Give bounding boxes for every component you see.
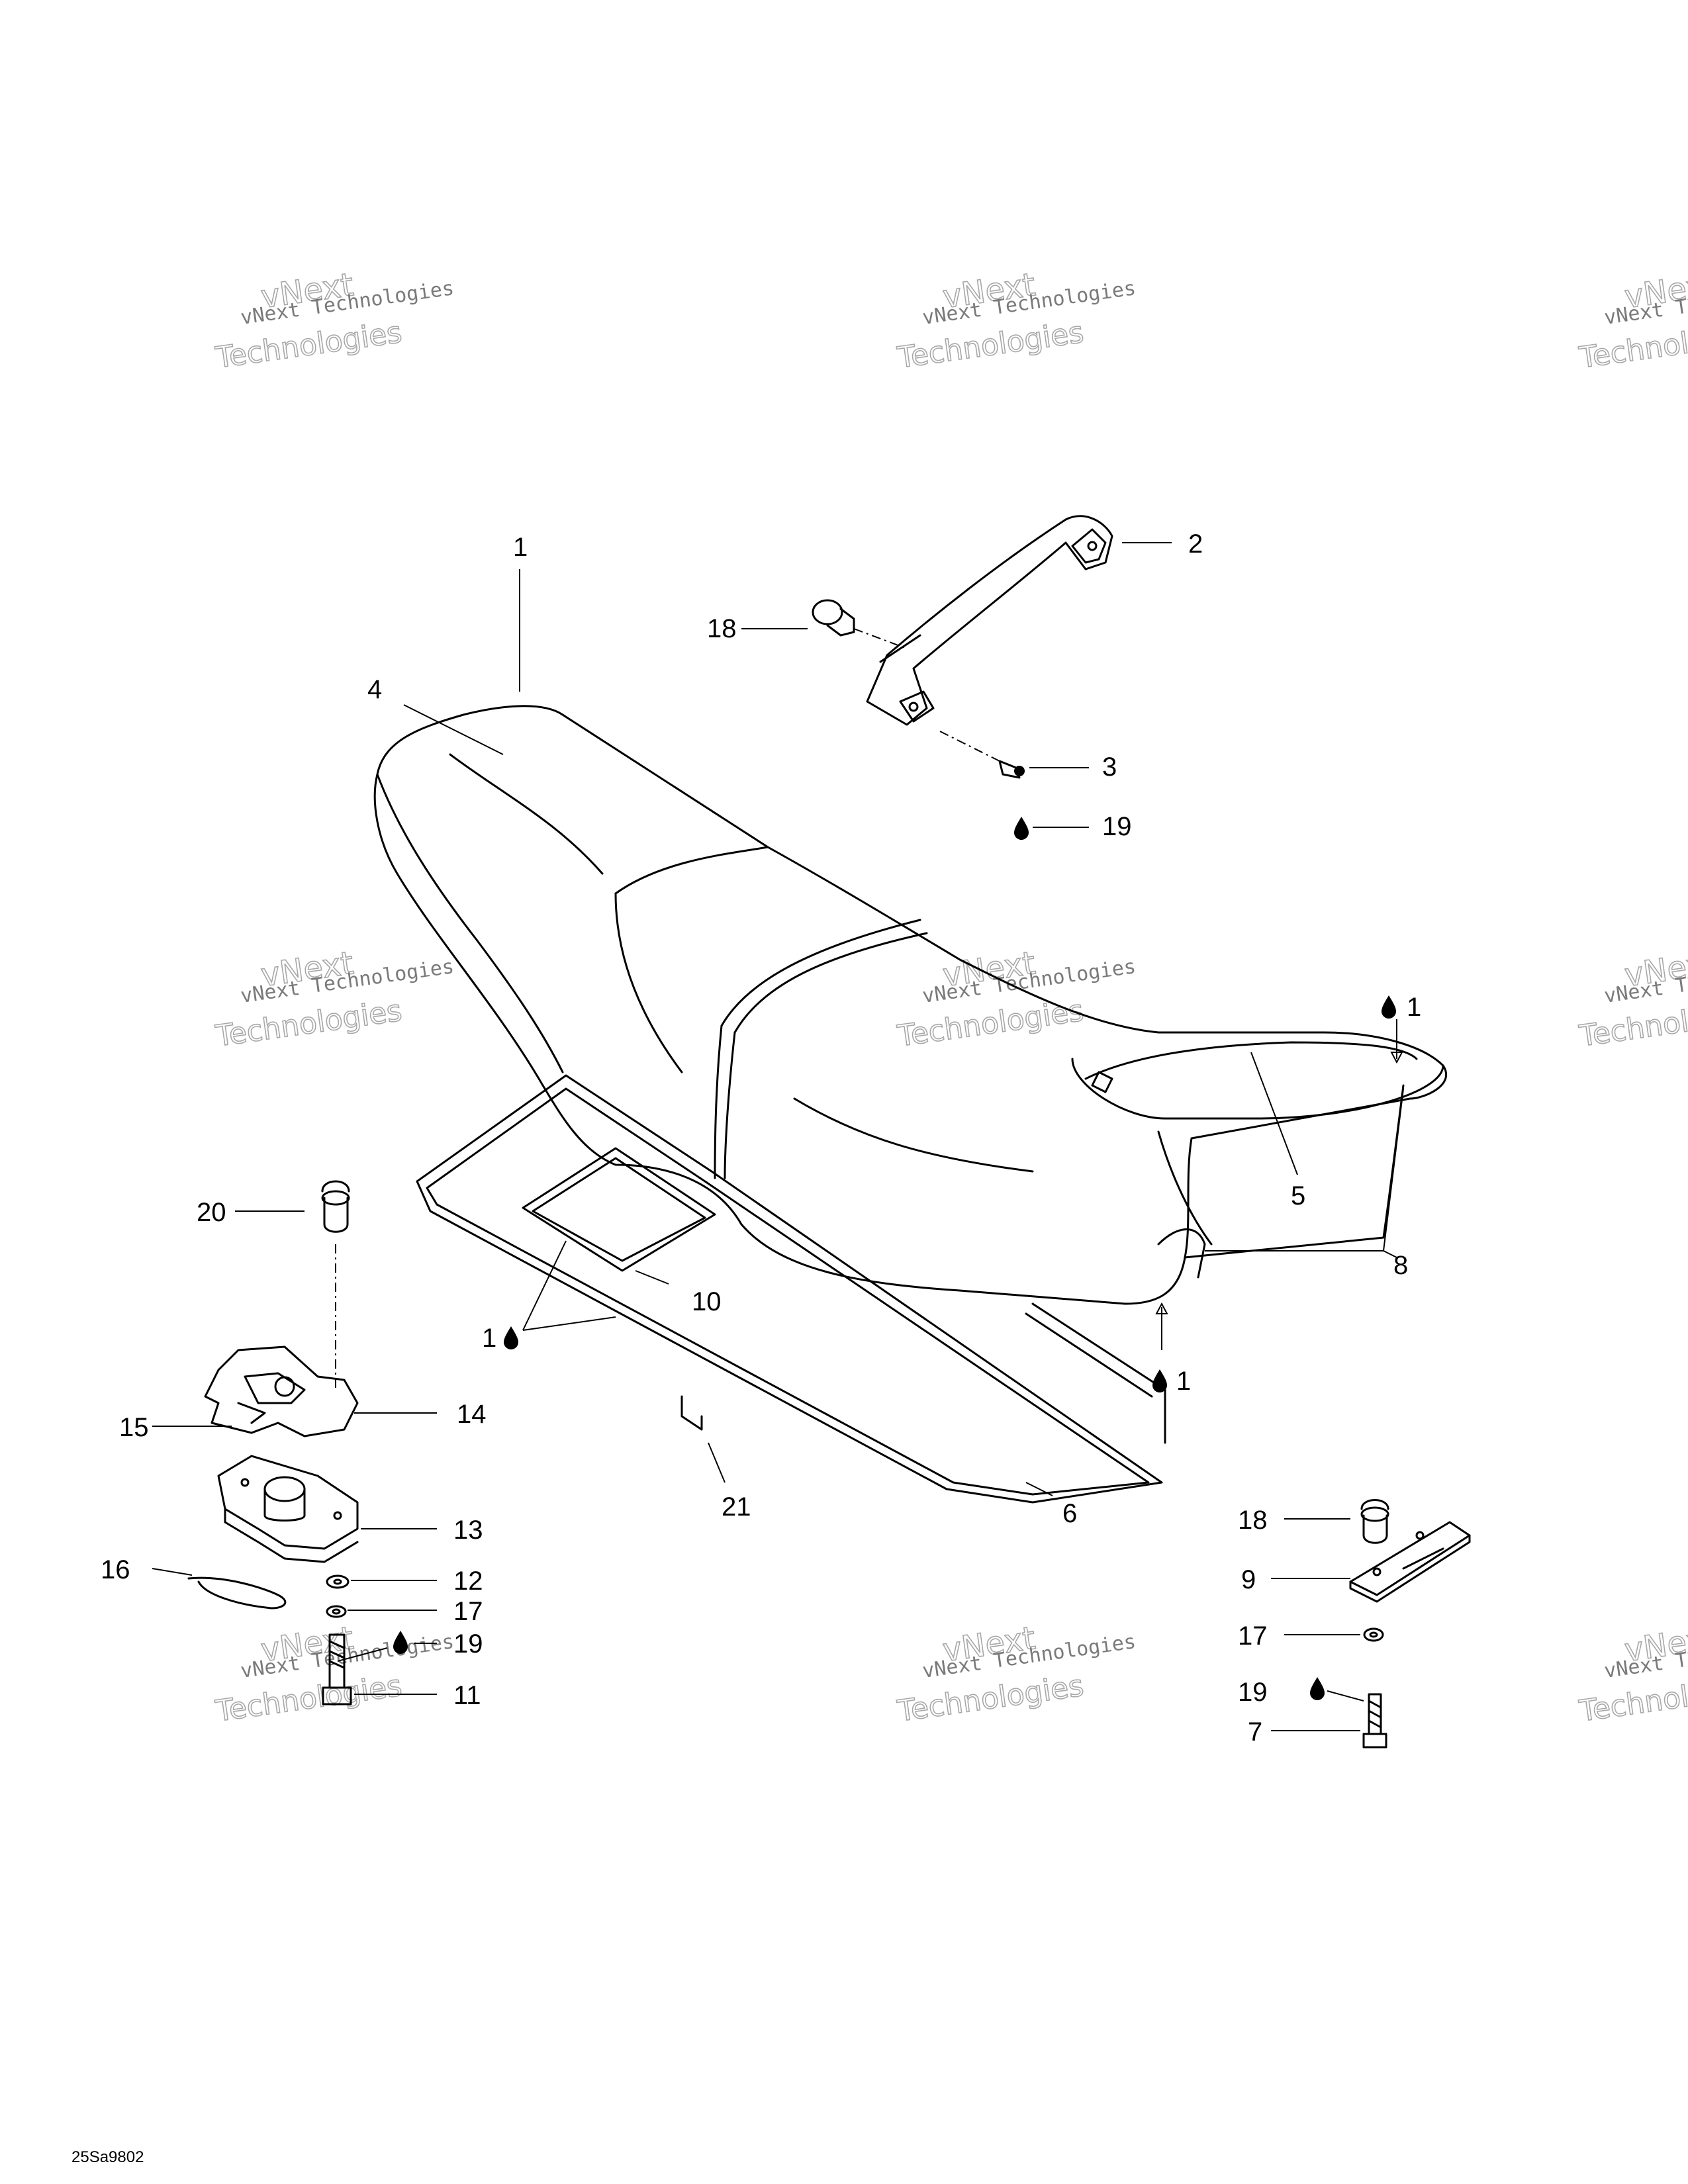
drop-icon <box>393 1631 408 1654</box>
callout-1: 1 <box>1407 993 1421 1022</box>
watermark: vNext vNext Technologies Technologies <box>894 265 1137 375</box>
callout-1: 1 <box>482 1324 496 1353</box>
seat-frame <box>416 1074 1166 1504</box>
callout-20: 20 <box>197 1198 226 1227</box>
callout-16: 16 <box>101 1555 130 1584</box>
watermark: vNext vNext Technologies Technologies <box>894 1619 1137 1729</box>
watermark: vNext vNext Technologies Technologies <box>1576 1619 1688 1729</box>
plug-18-top <box>812 599 908 649</box>
callout-19: 19 <box>1102 812 1132 841</box>
callout-19: 19 <box>1238 1678 1268 1707</box>
callout-17: 17 <box>1238 1621 1268 1651</box>
drop-icon <box>1152 1369 1167 1392</box>
watermark: vNext vNext Technologies Technologies <box>894 944 1137 1054</box>
watermark: vNext vNext Technologies Technologies <box>212 1619 455 1729</box>
callout-5: 5 <box>1291 1181 1305 1210</box>
grab-handle <box>866 515 1113 726</box>
watermark: vNext vNext Technologies Technologies <box>212 944 455 1054</box>
callout-2: 2 <box>1188 529 1203 559</box>
watermark-group: vNext vNext Technologies Technologies vN… <box>212 265 1688 1729</box>
drop-icon <box>504 1326 518 1349</box>
callout-15: 15 <box>119 1413 149 1442</box>
drop-icon <box>1382 995 1396 1019</box>
callout-1: 1 <box>1176 1367 1191 1396</box>
callout-13: 13 <box>453 1516 483 1545</box>
watermark: vNext vNext Technologies Technologies <box>1576 265 1688 375</box>
callout-6: 6 <box>1062 1499 1077 1528</box>
callout-8: 8 <box>1393 1251 1408 1280</box>
callout-19: 19 <box>453 1629 483 1659</box>
callout-3: 3 <box>1102 752 1117 782</box>
watermark: vNext vNext Technologies Technologies <box>1576 944 1688 1054</box>
callout-21: 21 <box>722 1492 751 1522</box>
callout-9: 9 <box>1241 1565 1256 1594</box>
callout-4: 4 <box>367 675 382 704</box>
latch-assembly <box>187 1180 359 1706</box>
callout-7: 7 <box>1248 1717 1262 1747</box>
figure-reference: 25Sa9802 <box>71 2148 144 2166</box>
callout-12: 12 <box>453 1567 483 1596</box>
drop-icon <box>1014 817 1029 840</box>
callout-1: 1 <box>513 533 528 562</box>
callout-10: 10 <box>692 1287 722 1316</box>
callout-18: 18 <box>707 614 737 643</box>
drop-icon <box>1310 1677 1325 1700</box>
strap-assembly <box>1349 1499 1471 1749</box>
callout-11: 11 <box>453 1681 481 1710</box>
callout-14: 14 <box>457 1400 487 1429</box>
screw-3 <box>939 731 1025 779</box>
callout-17: 17 <box>453 1597 483 1626</box>
leader-lines <box>152 542 1404 1731</box>
callout-18: 18 <box>1238 1506 1268 1535</box>
watermark: vNext vNext Technologies Technologies <box>212 265 455 375</box>
callout-labels: 1 2 3 4 5 6 7 8 9 10 11 12 13 14 15 16 1… <box>101 529 1421 1747</box>
seat <box>373 705 1448 1305</box>
